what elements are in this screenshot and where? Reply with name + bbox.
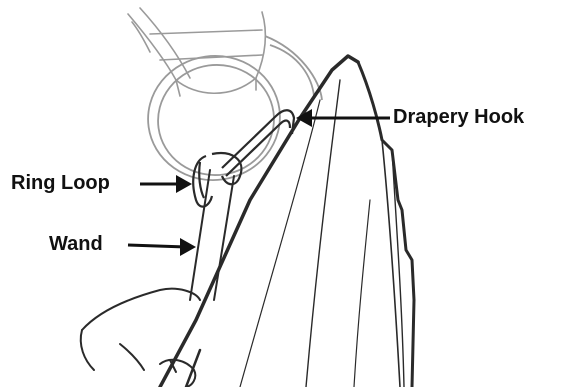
- wand-arrow-line: [128, 245, 186, 247]
- drapery-hook-label: Drapery Hook: [393, 107, 524, 127]
- wand-arrowhead: [180, 238, 196, 256]
- hand-sketch: [81, 289, 200, 387]
- wand-label: Wand: [49, 234, 103, 254]
- ring-loop-arrowhead: [176, 175, 192, 193]
- wand-top-sketch: [128, 8, 265, 96]
- drapery-fabric: [160, 56, 414, 387]
- ring-loop-label: Ring Loop: [11, 173, 110, 193]
